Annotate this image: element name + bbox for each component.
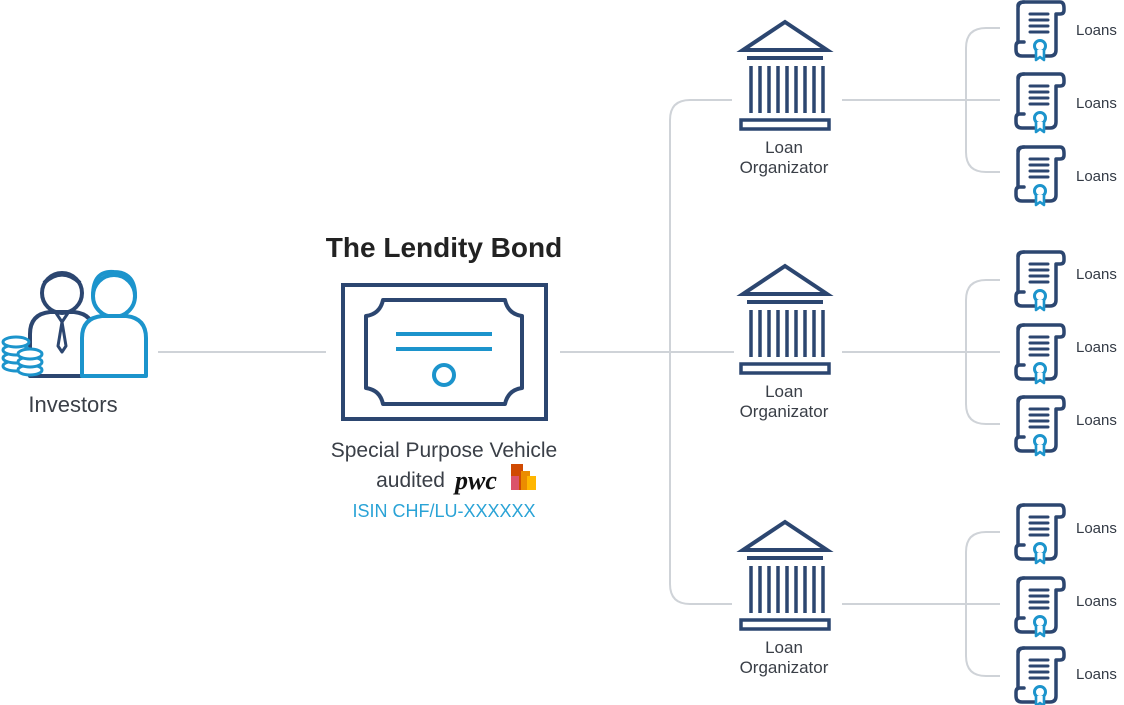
loan-document-icon <box>1014 250 1066 312</box>
investors-label: Investors <box>28 392 117 417</box>
organizer-label-line2: Organizator <box>740 158 829 177</box>
bracket-group-1 <box>965 27 1000 173</box>
diagram-title: The Lendity Bond <box>326 232 562 263</box>
connector-trunk <box>669 99 732 605</box>
organizer-label-line2: Organizator <box>740 658 829 677</box>
loan-label: Loans <box>1076 22 1117 39</box>
investors-group: Investors <box>1 269 148 417</box>
bank-building-icon <box>739 520 831 631</box>
isin-label: ISIN CHF/LU-XXXXXX <box>352 501 535 521</box>
pwc-logo-icon: pwc <box>453 464 536 495</box>
bracket-group-2 <box>965 279 1000 425</box>
loans-group-3: Loans Loans Loans <box>1014 503 1117 705</box>
loan-label: Loans <box>1076 168 1117 185</box>
organizer-label-line1: Loan <box>765 138 803 157</box>
bond-certificate-icon <box>341 283 548 421</box>
loan-document-icon <box>1014 576 1066 638</box>
bracket-group-3 <box>965 531 1000 677</box>
loans-group-1: Loans Loans Loans <box>1014 0 1117 207</box>
organizer-label-line1: Loan <box>765 382 803 401</box>
loan-label: Loans <box>1076 666 1117 683</box>
loan-label: Loans <box>1076 95 1117 112</box>
loan-document-icon <box>1014 503 1066 565</box>
loan-document-icon <box>1014 323 1066 385</box>
loan-label: Loans <box>1076 520 1117 537</box>
organizer-label-line2: Organizator <box>740 402 829 421</box>
loan-organizer-3: Loan Organizator <box>739 520 831 677</box>
loans-group-2: Loans Loans Loans <box>1014 250 1117 457</box>
investors-icon <box>28 269 148 378</box>
audited-label: audited <box>376 469 445 492</box>
bank-building-icon <box>739 264 831 375</box>
loan-document-icon <box>1014 0 1066 62</box>
pwc-logo-text: pwc <box>453 466 497 495</box>
loan-label: Loans <box>1076 339 1117 356</box>
loan-organizer-2: Loan Organizator <box>739 264 831 421</box>
loan-document-icon <box>1014 145 1066 207</box>
loan-organizer-1: Loan Organizator <box>739 20 831 177</box>
loan-document-icon <box>1014 395 1066 457</box>
coins-icon <box>1 335 44 377</box>
loan-document-icon <box>1014 72 1066 134</box>
bank-building-icon <box>739 20 831 131</box>
connectors <box>158 27 1000 677</box>
bond-group: Special Purpose Vehicle audited pwc ISIN… <box>331 283 557 521</box>
bond-subtitle: Special Purpose Vehicle <box>331 439 557 462</box>
loan-document-icon <box>1014 646 1066 705</box>
loan-label: Loans <box>1076 593 1117 610</box>
loan-label: Loans <box>1076 412 1117 429</box>
organizer-label-line1: Loan <box>765 638 803 657</box>
loan-label: Loans <box>1076 266 1117 283</box>
